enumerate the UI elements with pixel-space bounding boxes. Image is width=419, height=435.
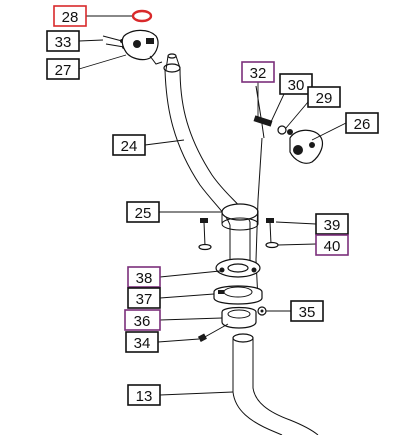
callout-13-label: 13	[136, 388, 153, 405]
part-32-lever	[253, 85, 273, 301]
callout-30: 30	[279, 73, 313, 95]
callout-36: 36	[124, 309, 161, 331]
callout-27: 27	[46, 58, 80, 80]
callout-28: 28	[53, 5, 87, 27]
callout-24-label: 24	[121, 138, 138, 155]
part-28-ring	[131, 9, 153, 23]
callout-40-label: 40	[324, 238, 341, 255]
callout-24: 24	[112, 134, 146, 156]
callout-25: 25	[126, 201, 160, 223]
callout-37-label: 37	[136, 291, 153, 308]
callout-38-label: 38	[136, 270, 153, 287]
callout-33: 33	[46, 30, 80, 52]
callout-32-label: 32	[250, 65, 267, 82]
part-25-collar	[221, 203, 259, 231]
part-27-switch-housing	[121, 29, 163, 65]
callout-29: 29	[307, 86, 341, 108]
part-26-bracket	[289, 129, 324, 164]
callout-38: 38	[127, 266, 161, 288]
part-13-lower-tube	[232, 333, 319, 435]
callout-26: 26	[345, 112, 379, 134]
part-40-washers	[198, 241, 279, 251]
callout-37: 37	[127, 287, 161, 309]
callout-28-label: 28	[62, 9, 79, 26]
callout-35-label: 35	[299, 304, 316, 321]
callout-39: 39	[315, 213, 349, 235]
callout-34-label: 34	[134, 335, 151, 352]
part-39-bolts	[200, 218, 274, 247]
part-36-clamp	[221, 306, 257, 329]
callout-13: 13	[127, 384, 161, 406]
callout-27-label: 27	[55, 62, 72, 79]
callout-30-label: 30	[288, 77, 305, 94]
callout-36-label: 36	[134, 313, 151, 330]
callout-25-label: 25	[135, 205, 152, 222]
callout-29-label: 29	[316, 90, 333, 107]
part-29-washer	[277, 125, 293, 135]
part-37-clamp	[213, 285, 263, 305]
leader-lines	[78, 15, 347, 396]
part-35-nut	[257, 306, 267, 316]
callout-39-label: 39	[324, 217, 341, 234]
callout-33-label: 33	[55, 34, 72, 51]
callout-34: 34	[125, 331, 159, 353]
callout-40: 40	[315, 234, 349, 256]
callout-35: 35	[290, 300, 324, 322]
part-34-bolt	[197, 323, 229, 343]
part-38-clamp	[215, 258, 261, 278]
part-24-tube	[163, 53, 251, 256]
callout-26-label: 26	[354, 116, 371, 133]
callout-32: 32	[241, 61, 275, 83]
